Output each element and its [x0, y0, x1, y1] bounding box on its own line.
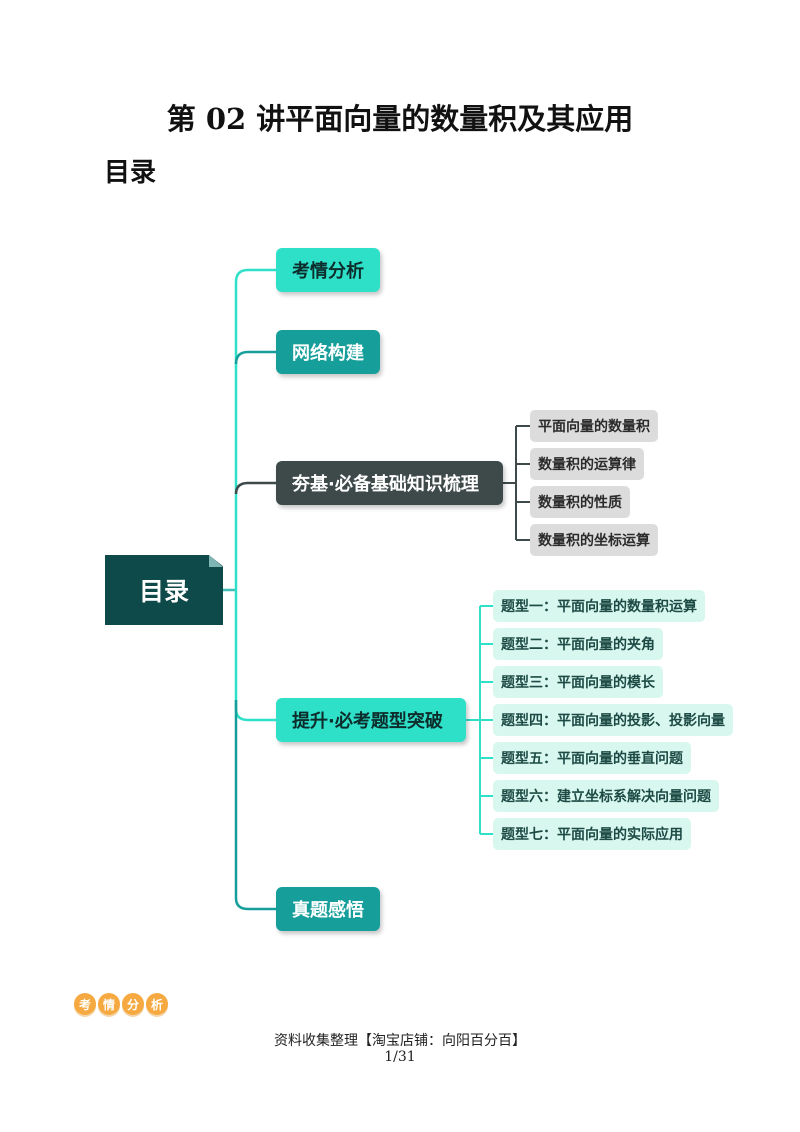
connector-sec-3: [234, 481, 276, 495]
question-type-5: 题型五：平面向量的垂直问题: [493, 742, 691, 774]
section-question-types: 提升·必考题型突破: [276, 698, 466, 742]
footer-text: 资料收集整理【淘宝店铺：向阳百分百】: [274, 1033, 526, 1049]
badge-char: 情: [98, 993, 120, 1015]
document-title: 第 02 讲平面向量的数量积及其应用: [166, 102, 634, 136]
connector-sec-1: [234, 268, 276, 590]
question-type-6: 题型六：建立坐标系解决向量问题: [493, 780, 719, 812]
badge-char: 考: [74, 993, 96, 1015]
section-basics: 夯基·必备基础知识梳理: [276, 461, 503, 505]
connector-sec-4-bracket: [466, 605, 493, 835]
page-number: 1/31: [384, 1049, 416, 1065]
question-type-1: 题型一：平面向量的数量积运算: [493, 590, 705, 622]
exam-analysis-badge: 考 情 分 析: [74, 993, 168, 1015]
basics-item-1: 平面向量的数量积: [530, 410, 658, 442]
question-type-2: 题型二：平面向量的夹角: [493, 628, 663, 660]
mindmap-root: 目录: [105, 555, 223, 625]
basics-item-4: 数量积的坐标运算: [530, 524, 658, 556]
connector-sec-2: [234, 350, 276, 365]
question-type-3: 题型三：平面向量的模长: [493, 666, 663, 698]
question-type-4: 题型四：平面向量的投影、投影向量: [493, 704, 733, 736]
basics-item-2: 数量积的运算律: [530, 448, 644, 480]
connector-sec-4: [234, 590, 276, 722]
section-network-build: 网络构建: [276, 330, 380, 374]
question-type-7: 题型七：平面向量的实际应用: [493, 818, 691, 850]
connector-sec-5: [234, 700, 276, 911]
badge-char: 析: [146, 993, 168, 1015]
toc-heading: 目录: [104, 158, 157, 188]
badge-char: 分: [122, 993, 144, 1015]
section-real-exams: 真题感悟: [276, 887, 380, 931]
section-exam-analysis: 考情分析: [276, 248, 380, 292]
connector-sec-3-bracket: [503, 425, 530, 541]
basics-item-3: 数量积的性质: [530, 486, 630, 518]
